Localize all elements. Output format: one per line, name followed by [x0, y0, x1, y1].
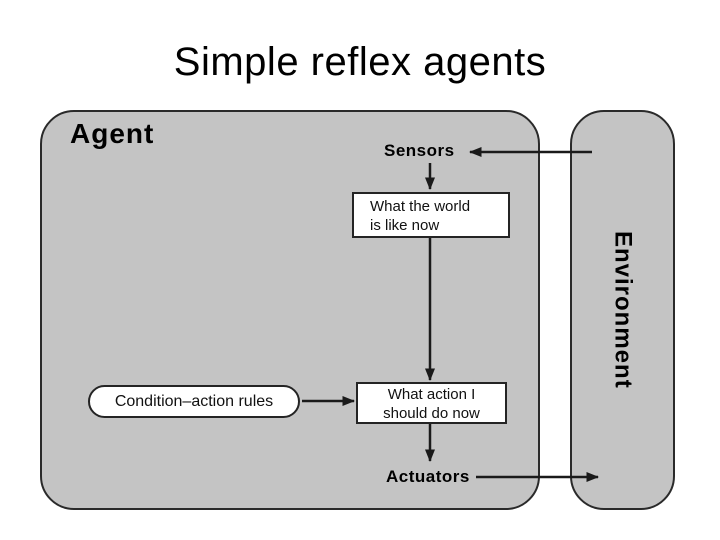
- agent-panel: [40, 110, 540, 510]
- environment-label-text: Environment: [609, 231, 637, 389]
- slide-title: Simple reflex agents: [173, 40, 547, 84]
- action-line1: What action I: [387, 386, 476, 403]
- action-box: What action I should do now: [356, 382, 507, 424]
- world-state-line2: is like now: [370, 217, 440, 234]
- actuators-label: Actuators: [386, 467, 470, 486]
- world-state-box: What the world is like now: [352, 192, 510, 238]
- condition-action-rules-label: Condition–action rules: [114, 393, 274, 410]
- agent-label: Agent: [70, 118, 155, 149]
- world-state-line1: What the world: [370, 198, 471, 215]
- environment-label: Environment: [570, 110, 675, 510]
- environment-panel: [570, 110, 675, 510]
- action-line2: should do now: [383, 405, 480, 422]
- sensors-label: Sensors: [384, 141, 455, 160]
- condition-action-rules-ellipse: Condition–action rules: [88, 385, 300, 418]
